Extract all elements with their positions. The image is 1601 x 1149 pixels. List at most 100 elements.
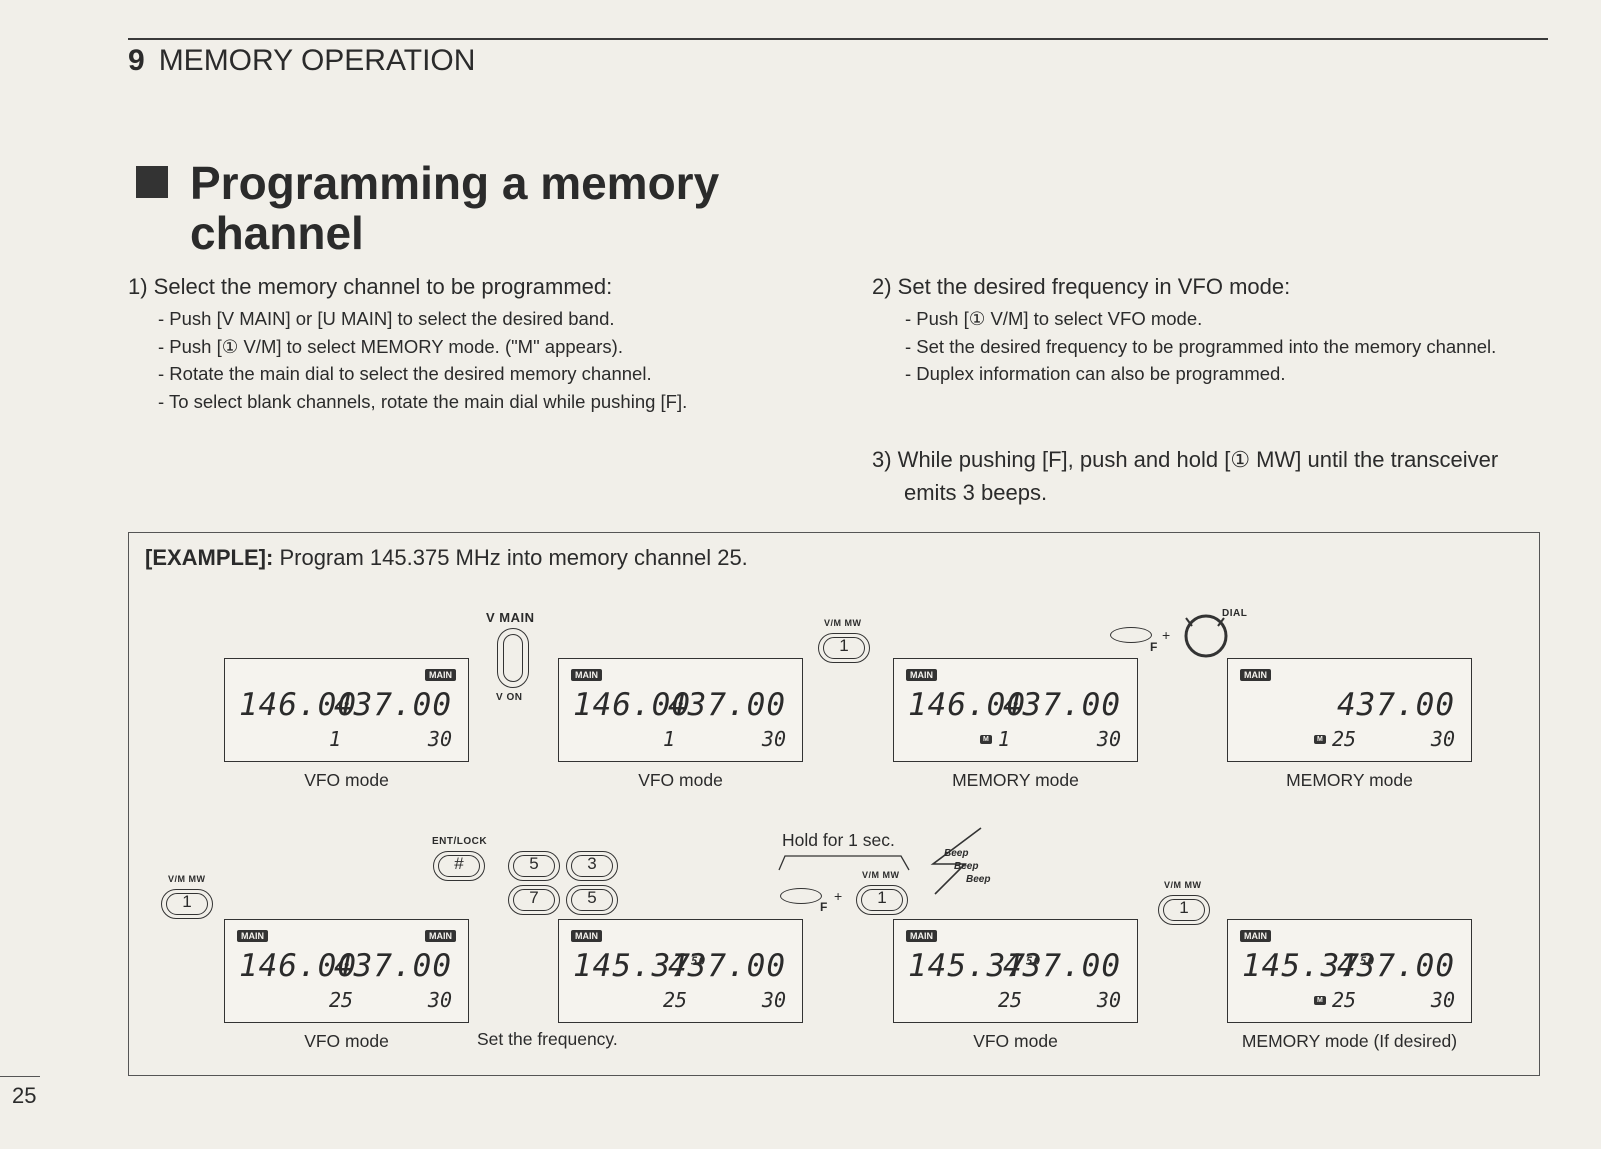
channel-right: 30 <box>1096 988 1121 1012</box>
f-label-hold: F <box>820 900 828 914</box>
mw-hold-button[interactable]: 1 <box>856 885 908 915</box>
step-2-bullets: - Push [① V/M] to select VFO mode. - Set… <box>905 305 1545 388</box>
vm-mw-label-left: V/M MW <box>168 874 206 884</box>
channel-left: 1 <box>663 727 676 751</box>
freq-right: 437.00 <box>668 687 786 723</box>
chapter-header: 9 MEMORY OPERATION <box>128 44 475 78</box>
ent-lock-label: ENT/LOCK <box>432 836 488 847</box>
display-caption: MEMORY mode <box>1286 770 1413 790</box>
vm-mw-label-hold: V/M MW <box>862 870 900 880</box>
f-button-hold[interactable] <box>780 888 822 904</box>
main-badge: MAIN <box>906 930 937 942</box>
beep-text-1: Beep <box>944 848 969 859</box>
freq-right: 437.00 <box>1003 948 1121 984</box>
step-2-bullet: - Duplex information can also be program… <box>905 363 1286 384</box>
main-dial-icon[interactable] <box>1176 604 1240 664</box>
memory-m-icon: M <box>980 735 992 744</box>
page-number-rule <box>0 1076 40 1077</box>
vm-mw-label-right: V/M MW <box>1164 880 1202 890</box>
plus-sign-hold: + <box>834 888 843 904</box>
step-1-bullet: - Rotate the main dial to select the des… <box>158 363 652 384</box>
freq-left-value: 146.00 <box>908 687 1026 723</box>
freq-right: 437.00 <box>1337 948 1455 984</box>
freq-right: 437.00 <box>334 687 452 723</box>
ent-lock-button[interactable]: # <box>433 851 485 881</box>
vm-mw-button-right[interactable]: 1 <box>1158 895 1210 925</box>
vm-mw-button[interactable]: 1 <box>818 633 870 663</box>
hold-bracket <box>778 855 910 871</box>
key-5b-button[interactable]: 5 <box>566 885 618 915</box>
channel-right: 30 <box>1430 988 1455 1012</box>
freq-right: 437.00 <box>1337 687 1455 723</box>
main-badge: MAIN <box>1240 930 1271 942</box>
freq-left-value: 146.00 <box>573 687 691 723</box>
key-7-button[interactable]: 7 <box>508 885 560 915</box>
main-badge-right: MAIN <box>425 930 456 942</box>
set-frequency-note: Set the frequency. <box>477 1029 618 1049</box>
vm-mw-button-left[interactable]: 1 <box>161 889 213 919</box>
chapter-title: MEMORY OPERATION <box>158 44 476 77</box>
hold-note: Hold for 1 sec. <box>782 830 895 850</box>
beep-text-3: Beep <box>966 874 991 885</box>
example-text: Program 145.375 MHz into memory channel … <box>279 545 748 570</box>
step-1-bullets: - Push [V MAIN] or [U MAIN] to select th… <box>158 305 838 415</box>
memory-m-icon: M <box>1314 735 1326 744</box>
freq-sub: 50 <box>1359 954 1376 968</box>
page-number: 25 <box>12 1083 37 1108</box>
channel-left: 1 <box>329 727 342 751</box>
freq-left-value: 145.37 <box>573 948 691 984</box>
channel-left: 1 <box>998 727 1011 751</box>
step-1-bullet: - Push [V MAIN] or [U MAIN] to select th… <box>158 308 615 329</box>
step-1-title: 1) Select the memory channel to be progr… <box>128 274 613 299</box>
channel-right: 30 <box>761 988 786 1012</box>
plus-sign: + <box>1162 627 1171 643</box>
freq-left: 146.00 <box>908 687 1026 723</box>
key-5-button[interactable]: 5 <box>508 851 560 881</box>
freq-left: 145.3750 <box>908 948 1041 984</box>
display-caption: VFO mode <box>304 1031 389 1051</box>
dial-label: DIAL <box>1222 608 1248 619</box>
v-main-button[interactable] <box>497 628 529 688</box>
display-caption: VFO mode <box>304 770 389 790</box>
freq-left: 145.3750 <box>573 948 706 984</box>
freq-left-value: 145.37 <box>908 948 1026 984</box>
main-badge: MAIN <box>1240 669 1271 681</box>
channel-left: 25 <box>663 988 688 1012</box>
main-badge: MAIN <box>237 930 268 942</box>
memory-m-icon: M <box>1314 996 1326 1005</box>
freq-sub: 50 <box>1025 954 1042 968</box>
freq-right: 437.00 <box>334 948 452 984</box>
channel-right: 30 <box>427 727 452 751</box>
channel-right: 30 <box>1096 727 1121 751</box>
v-main-label: V MAIN <box>486 610 535 625</box>
channel-right: 30 <box>427 988 452 1012</box>
vm-mw-label: V/M MW <box>824 618 862 628</box>
step-1-bullet: - Push [① V/M] to select MEMORY mode. ("… <box>158 335 623 357</box>
channel-right: 30 <box>1430 727 1455 751</box>
header-rule <box>128 38 1548 40</box>
f-button[interactable] <box>1110 627 1152 643</box>
freq-left-value: 146.00 <box>239 687 357 723</box>
freq-left-value: 146.00 <box>239 948 357 984</box>
chapter-number: 9 <box>128 44 145 77</box>
beep-lightning-icon <box>930 827 982 895</box>
channel-left: 25 <box>329 988 354 1012</box>
freq-left-value: 145.37 <box>1242 948 1360 984</box>
main-badge: MAIN <box>906 669 937 681</box>
step-2-bullet: - Push [① V/M] to select VFO mode. <box>905 308 1203 329</box>
key-3-button[interactable]: 3 <box>566 851 618 881</box>
main-badge-right: MAIN <box>425 669 456 681</box>
channel-left: 25 <box>998 988 1023 1012</box>
freq-right: 437.00 <box>668 948 786 984</box>
display-caption: VFO mode <box>638 770 723 790</box>
display-caption: VFO mode <box>973 1031 1058 1051</box>
step-1-bullet: - To select blank channels, rotate the m… <box>158 390 688 412</box>
freq-left: 146.00 <box>239 948 357 984</box>
freq-sub: 50 <box>690 954 707 968</box>
section-bullet-square <box>136 166 168 198</box>
